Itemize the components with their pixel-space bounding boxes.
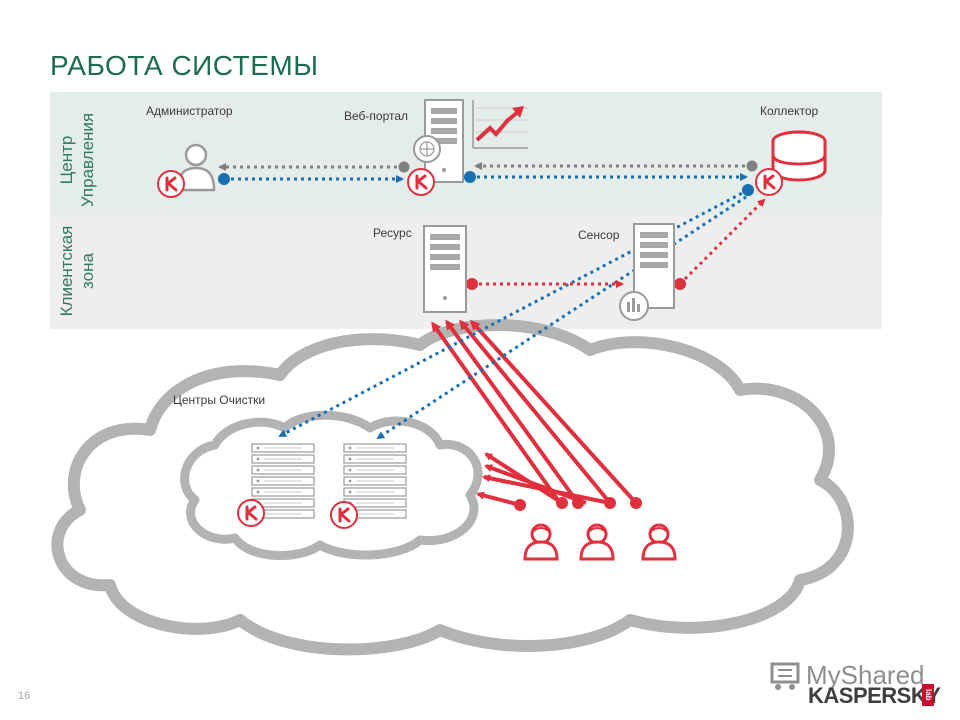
- control-links-blue: [224, 173, 753, 440]
- page-number: 16: [18, 690, 31, 702]
- administrator-label: Администратор: [146, 104, 233, 118]
- brand-logo: KASPERSKY: [808, 683, 941, 708]
- cleaning-centers-cloud: [180, 410, 483, 560]
- kaspersky-icon-cleaning-left: [236, 498, 266, 528]
- collector-label: Коллектор: [760, 104, 819, 118]
- mirror-links-red: [472, 198, 766, 288]
- sensor-server-icon: [619, 223, 675, 321]
- brand-logo-suffix: lab: [922, 684, 934, 706]
- sensor-label: Сенсор: [578, 228, 620, 242]
- mirror-dot-resource: [466, 278, 478, 290]
- watermark-cart-icon: [770, 662, 800, 690]
- collector-database-icon: [754, 130, 827, 197]
- resource-server-icon: [423, 225, 467, 313]
- link-dot-portal: [464, 171, 476, 183]
- report-links-gray: [218, 162, 752, 171]
- link-dot-admin: [218, 173, 230, 185]
- mirror-dot-sensor: [674, 278, 686, 290]
- resource-label: Ресурс: [373, 226, 412, 240]
- web-portal-label: Веб-портал: [344, 109, 409, 123]
- page-title: РАБОТА СИСТЕМЫ: [50, 50, 319, 81]
- report-dot-collector: [746, 160, 758, 172]
- traffic-origin-dots: [514, 497, 642, 511]
- redirected-traffic-arrows: [476, 452, 611, 507]
- kaspersky-icon-cleaning-right: [329, 500, 359, 530]
- administrator-icon: [156, 143, 216, 199]
- link-dot-collector: [742, 184, 754, 196]
- cleaning-centers-label: Центры Очистки: [173, 393, 266, 407]
- watermark-text: MyShared: [806, 660, 925, 690]
- report-dot-portal: [398, 161, 410, 173]
- attack-traffic-arrows: [431, 319, 638, 505]
- trend-chart-icon: [472, 100, 528, 149]
- web-portal-server-icon: [406, 99, 464, 197]
